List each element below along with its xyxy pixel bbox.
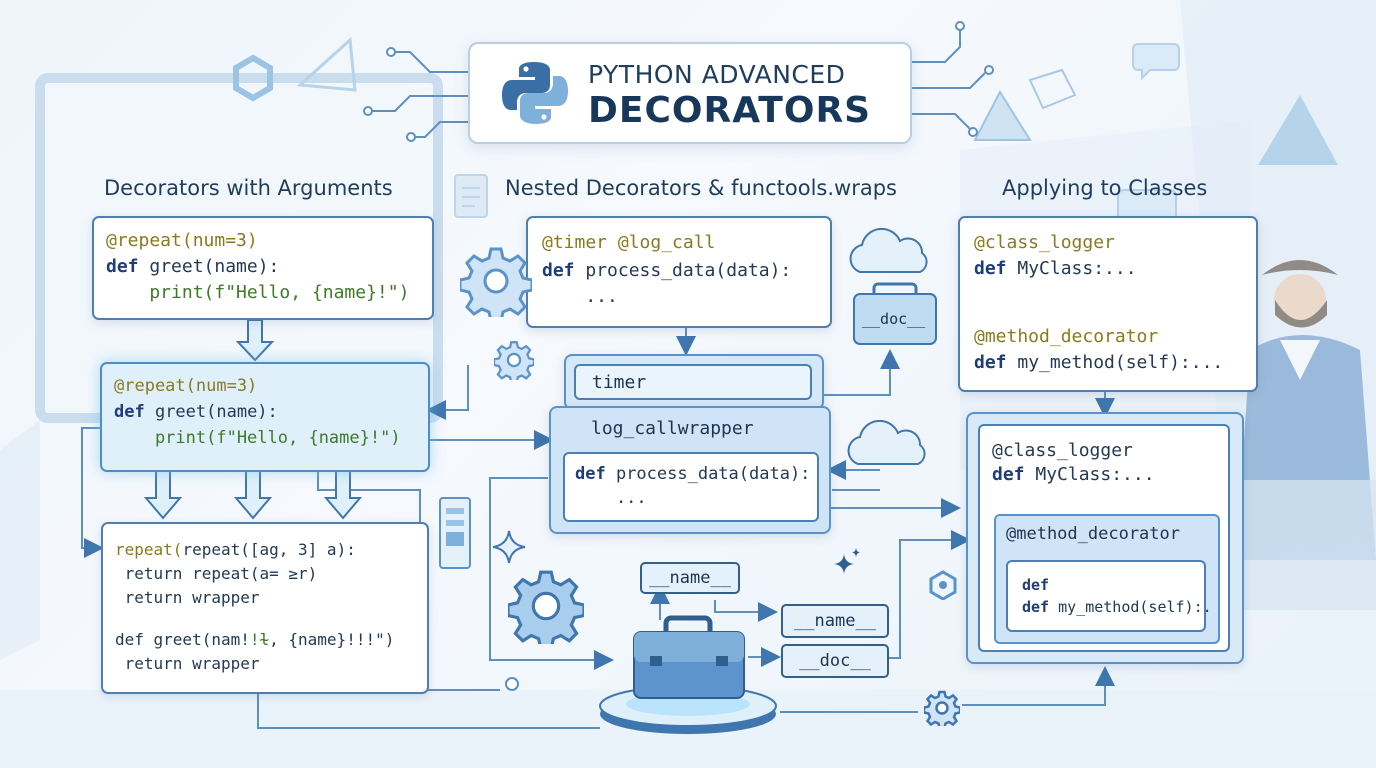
wrapper-label: log_callwrapper [591,418,754,439]
body-ellipsis: ... [575,488,647,508]
doc-attr-pill: __doc__ [781,644,889,678]
code-box-class-decorators: @class_logger def MyClass:... @method_de… [958,216,1258,392]
return-wrapper-line: return wrapper [115,654,260,673]
timer-layer: timer [564,354,824,410]
toolbox-icon [853,282,937,345]
server-icon [439,497,471,569]
method-decorator-box: @method_decorator def def my_method(self… [994,514,1220,644]
def-keyword: def [114,402,145,422]
def-signature: MyClass:... [1024,464,1155,485]
name-attr-pill: __name__ [640,562,740,594]
def-keyword: def [974,352,1007,373]
timer-bar: timer [574,364,812,400]
gear-icon [924,690,960,726]
decorator-line: @class_logger [974,232,1115,253]
cloud-icon [849,228,928,273]
log-call-wrapper-layer: log_callwrapper def process_data(data): … [549,406,831,534]
def-signature: greet(name): [138,256,280,277]
def-keyword: def [992,464,1025,485]
greet-def-rest: , {name}!!!") [269,630,395,649]
class-box: @class_logger def MyClass:... @method_de… [978,424,1230,652]
decorator-line: @method_decorator [974,326,1159,347]
def-keyword: def [1022,576,1050,594]
print-line: print(f"Hello, {name}!") [106,282,410,303]
gear-icon [494,341,534,380]
gear-icon [460,247,532,317]
decorator-line: @timer @log_call [542,232,716,253]
page-title: DECORATORS [588,90,872,131]
document-icon [454,174,488,218]
section-heading-right: Applying to Classes [1002,176,1208,200]
cloud-icon [847,420,926,465]
code-box-repeat: @repeat(num=3) def greet(name): print(f"… [92,216,434,320]
class-application-panel: @class_logger def MyClass:... @method_de… [966,412,1244,664]
title-line-1: PYTHON ADVANCED [588,60,846,89]
def-signature: process_data(data): [574,260,792,281]
garbled-glyph: !ɫ [249,630,270,649]
triangle-decor [296,36,357,92]
def-signature: MyClass:... [1006,258,1137,279]
print-line: print(f"Hello, {name}!") [114,428,401,448]
greet-def: def greet(nam! [115,630,250,649]
decorator-line: @repeat(num=3) [114,376,258,396]
python-logo-icon [502,62,568,124]
doc-label: __doc__ [862,310,926,328]
decorator-line: @repeat(num=3) [106,230,258,251]
sparkle-icon [492,530,526,564]
def-signature: process_data(data): [605,464,811,484]
section-heading-left: Decorators with Arguments [104,176,393,200]
def-signature: my_method(self):. [1049,598,1212,616]
repeat-args: repeat([ag, 3] a): [182,540,356,559]
timer-label: timer [592,372,647,393]
gear-icon [508,570,584,644]
def-signature: my_method(self):... [1006,352,1224,373]
title-card: PYTHON ADVANCED DECORATORS [468,42,912,144]
body-ellipsis: ... [542,286,618,307]
section-heading-middle: Nested Decorators & functools.wraps [505,176,897,200]
return-wrapper-line: return wrapper [115,588,260,607]
code-box-nested: @timer @log_call def process_data(data):… [526,216,832,328]
return-repeat-line: return repeat(a= ≥r) [115,564,318,583]
code-box-repeat-expanded: @repeat(num=3) def greet(name): print(f"… [100,362,430,472]
def-keyword: def [1022,598,1050,616]
method-box: def def my_method(self):. [1006,560,1212,632]
decorator-line: @class_logger [992,440,1133,461]
def-signature: greet(name): [144,402,278,422]
repeat-call: repeat( [115,540,183,559]
wrapped-function-box: def process_data(data): ... [563,452,819,522]
sparkle-icon [834,548,860,574]
method-decorator-label: @method_decorator [1006,524,1180,544]
def-keyword: def [974,258,1007,279]
code-box-wrapper-impl: repeat(repeat([ag, 3] a): return repeat(… [101,522,429,694]
hexagon-icon [929,570,957,600]
name-attr-pill: __name__ [781,604,889,638]
doc-toolbox: __doc__ [852,282,938,346]
def-keyword: def [575,464,606,484]
def-keyword: def [542,260,575,281]
def-keyword: def [106,256,139,277]
briefcase-pedestal [599,615,777,734]
